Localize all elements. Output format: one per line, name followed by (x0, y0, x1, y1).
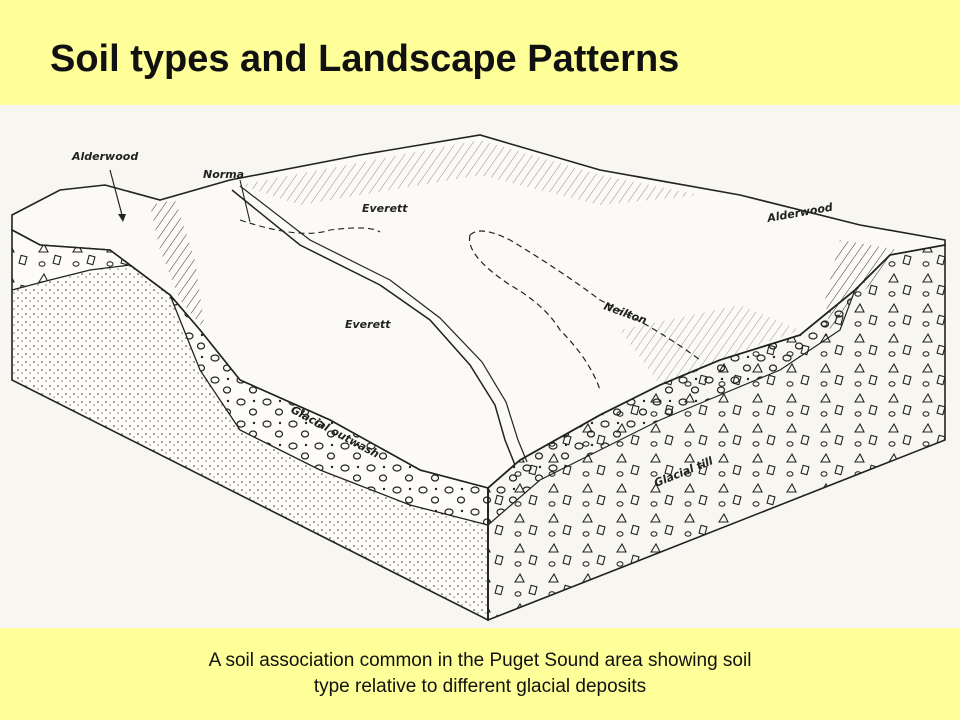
outwash-stone-band (170, 295, 488, 525)
right-stone-band (487, 288, 857, 527)
terrace-hatching (240, 140, 700, 205)
outwash-dotted-layer (12, 265, 488, 620)
label-alderwood-left: Alderwood (71, 150, 138, 163)
soil-block-diagram: Alderwood Norma Everett Alderwood Everet… (0, 105, 960, 628)
neilton-boundary (468, 230, 701, 391)
caption-line-1: A soil association common in the Puget S… (208, 650, 752, 671)
alderwood-left-leader (109, 169, 123, 216)
figure-caption: A soil association common in the Puget S… (0, 648, 960, 700)
block-diagram-svg: Alderwood Norma Everett Alderwood Everet… (11, 134, 946, 622)
stream-channel (231, 189, 516, 466)
page-title: Soil types and Landscape Patterns (50, 38, 680, 80)
label-everett-mid: Everett (345, 318, 391, 331)
label-everett-top: Everett (362, 202, 408, 215)
caption-line-2: type relative to different glacial depos… (313, 676, 647, 697)
lower-terrace-hatching (620, 305, 800, 385)
till-layer-left (12, 230, 130, 290)
slope-hatching-left (150, 200, 205, 330)
norma-leader (239, 179, 251, 223)
alderwood-left-arrowhead (118, 214, 126, 222)
stream-bank (239, 185, 528, 463)
label-norma: Norma (203, 168, 244, 181)
outwash-till-boundary (11, 264, 489, 526)
everett-boundary (239, 219, 381, 234)
